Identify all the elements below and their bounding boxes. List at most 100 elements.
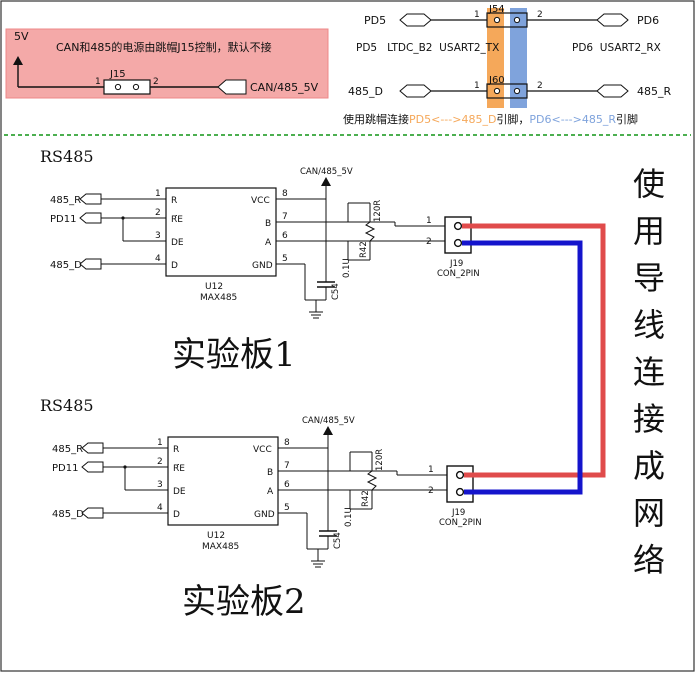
svg-text:6: 6 [284, 480, 290, 490]
net-port-icon [81, 461, 104, 473]
net-port-icon [81, 507, 104, 519]
res-value: 120R [373, 200, 383, 222]
svg-text:1: 1 [426, 216, 432, 226]
j15-pin2: 2 [153, 77, 159, 87]
svg-text:1: 1 [155, 189, 161, 199]
svg-text:RE: RE [171, 215, 183, 225]
net-485r: 485_R [50, 195, 81, 206]
side-caption-char: 连 [633, 353, 665, 391]
net-485r: 485_R [637, 85, 671, 98]
svg-text:3: 3 [155, 231, 161, 241]
pd6-description: PD6 USART2_RX [572, 42, 661, 54]
board-2-circuit: RS485 485_R PD11 485_D 1 2 3 4 R RE DE D… [40, 396, 482, 622]
net-pd11: PD11 [50, 214, 76, 225]
svg-text:1: 1 [157, 438, 163, 448]
svg-text:5: 5 [282, 254, 288, 264]
j60-ref: J60 [488, 75, 505, 86]
conn-name: CON_2PIN [437, 269, 480, 279]
pd5-highlight-bar [487, 8, 504, 108]
board-1-circuit: RS485 485_R PD11 485_D 1 2 3 4 R RE DE D… [40, 147, 480, 375]
net-485d: 485_D [52, 509, 84, 520]
svg-text:4: 4 [157, 503, 163, 513]
pd6-highlight-bar [510, 8, 527, 108]
svg-text:8: 8 [282, 189, 288, 199]
svg-text:GND: GND [254, 510, 275, 520]
jumper-caption: 使用跳帽连接PD5<--->485_D引脚，PD6<--->485_R引脚 [343, 112, 638, 126]
board-label: 实验板1 [172, 335, 296, 375]
svg-text:1: 1 [474, 10, 480, 20]
power-net: CAN/485_5V [300, 167, 353, 177]
svg-text:GND: GND [252, 261, 273, 271]
side-caption-char: 接 [633, 400, 665, 438]
board-title: RS485 [40, 396, 94, 415]
j15-note: CAN和485的电源由跳帽J15控制，默认不接 [56, 40, 272, 54]
net-port-icon [81, 442, 104, 454]
net-pd5: PD5 [364, 14, 386, 27]
svg-text:1: 1 [428, 465, 434, 475]
net-port-icon [217, 79, 247, 95]
svg-text:D: D [171, 261, 178, 271]
power-arrow-icon [13, 56, 23, 65]
svg-text:DE: DE [171, 238, 184, 248]
svg-text:2: 2 [537, 10, 543, 20]
svg-text:7: 7 [284, 461, 290, 471]
svg-text:3: 3 [157, 480, 163, 490]
svg-text:RE: RE [173, 464, 185, 474]
power-arrow-icon [323, 426, 333, 435]
j15-power-section: 5V CAN和485的电源由跳帽J15控制，默认不接 J15 1 2 CAN/4… [5, 28, 329, 99]
net-port-icon [399, 84, 432, 98]
net-485d: 485_D [50, 260, 82, 271]
resistor-zigzag [364, 221, 376, 242]
conn-ref: J19 [451, 508, 465, 518]
board-title: RS485 [40, 147, 94, 166]
svg-text:7: 7 [282, 212, 288, 222]
res-ref: R42 [359, 241, 369, 258]
max485-chip [167, 436, 279, 526]
cap-value: 0.1U [342, 258, 352, 278]
net-pd11: PD11 [52, 463, 78, 474]
chip-name: MAX485 [200, 293, 237, 303]
net-port-icon [399, 13, 432, 27]
resistor-zigzag [366, 470, 378, 491]
power-arrow-icon [321, 177, 331, 186]
svg-text:VCC: VCC [251, 196, 270, 206]
svg-text:A: A [267, 487, 274, 497]
svg-text:VCC: VCC [253, 445, 272, 455]
svg-text:D: D [173, 510, 180, 520]
svg-text:B: B [265, 219, 271, 229]
wire-red [462, 223, 606, 478]
cap-ref: C54 [331, 283, 341, 300]
chip-name: MAX485 [202, 542, 239, 552]
pd5-description: PD5 LTDC_B2 USART2_TX [356, 42, 499, 54]
net-pd6: PD6 [637, 14, 659, 27]
svg-text:1: 1 [474, 81, 480, 91]
side-caption-char: 导 [633, 259, 665, 297]
net-port-icon [596, 13, 629, 27]
chip-ref: U12 [207, 531, 225, 541]
net-port-icon [79, 258, 102, 270]
j54-ref: J54 [488, 4, 505, 15]
side-caption-char: 络 [633, 541, 665, 579]
side-caption-char: 成 [633, 447, 665, 485]
svg-text:8: 8 [284, 438, 290, 448]
svg-text:B: B [267, 468, 273, 478]
svg-text:R: R [171, 196, 177, 206]
j15-pin1: 1 [95, 77, 101, 87]
svg-text:DE: DE [173, 487, 186, 497]
j15-net-out: CAN/485_5V [250, 81, 319, 94]
j15-ref: J15 [109, 69, 126, 80]
svg-text:6: 6 [282, 231, 288, 241]
net-485d: 485_D [348, 85, 383, 98]
max485-chip [165, 187, 277, 277]
svg-text:2: 2 [157, 457, 163, 467]
power-net: CAN/485_5V [302, 416, 355, 426]
side-caption-char: 线 [633, 306, 665, 344]
side-caption-char: 网 [633, 494, 665, 532]
wire-blue [462, 240, 583, 495]
net-port-icon [79, 212, 102, 224]
net-port-icon [79, 193, 102, 205]
